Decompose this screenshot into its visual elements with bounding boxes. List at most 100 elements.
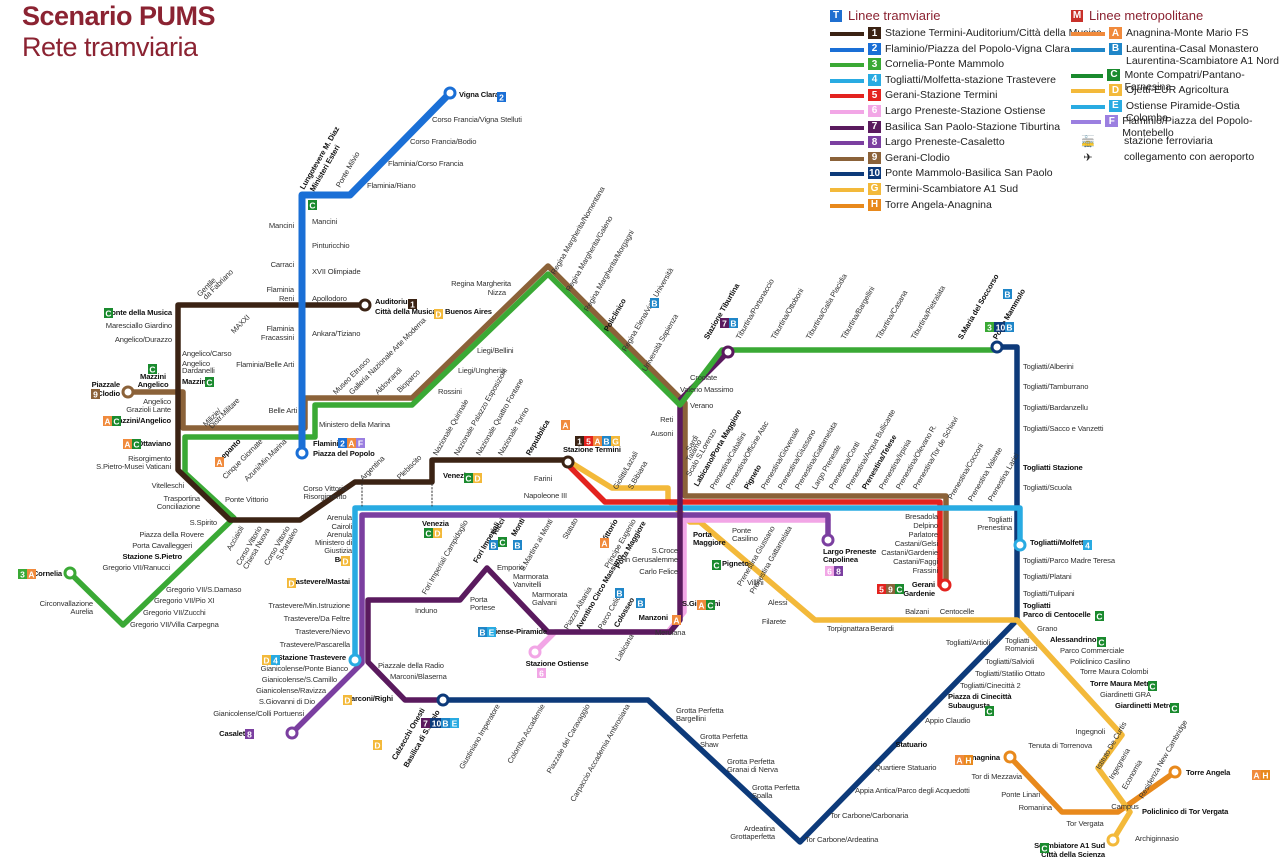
terminal-stop-marker[interactable] (821, 533, 835, 547)
tram-line-2[interactable] (298, 89, 454, 457)
tram-line-9[interactable] (125, 263, 949, 588)
terminal-stop-marker[interactable] (436, 693, 450, 707)
station-label[interactable]: Carlo Felice (639, 567, 678, 576)
station-label[interactable]: Togliatti/Cinecittà 2 (960, 681, 1021, 690)
station-label[interactable]: Togliatti/Tulipani (1023, 589, 1075, 598)
station-label[interactable]: Città della Musica (375, 307, 438, 316)
station-label[interactable]: Grazioli Lante (126, 405, 171, 414)
station-label[interactable]: Togliatti/Statilio Ottato (975, 669, 1045, 678)
station-label[interactable]: Casaletto (219, 729, 252, 738)
station-label[interactable]: Tiburtina/Casana (874, 288, 910, 341)
terminal-stop-marker[interactable] (1106, 833, 1120, 847)
station-label[interactable]: Frassini (913, 566, 939, 575)
station-label[interactable]: Giustizia (324, 546, 353, 555)
tram-line-5[interactable] (565, 462, 943, 588)
station-label[interactable]: Flaminia (267, 285, 296, 294)
station-label[interactable]: Flaminia (267, 324, 296, 333)
station-label[interactable]: S.Croce (652, 546, 679, 555)
station-label[interactable]: Policlinico di Tor Vergata (1142, 807, 1229, 816)
station-label[interactable]: Appio Claudio (925, 716, 970, 725)
station-label[interactable]: Tenuta di Torrenova (1028, 741, 1093, 750)
station-label[interactable]: Auditorium (375, 297, 415, 306)
station-label[interactable]: Induno (415, 606, 437, 615)
station-label[interactable]: Crociate (690, 373, 717, 382)
tram-line-1[interactable] (175, 302, 571, 523)
station-label[interactable]: Ponte (732, 526, 751, 535)
station-label[interactable]: Cornelia (33, 569, 63, 578)
station-label[interactable]: Gregorio VII/S.Damaso (166, 585, 242, 594)
tram-line-3[interactable] (67, 271, 1000, 628)
station-label[interactable]: Gerani (912, 580, 935, 589)
station-label[interactable]: Torre Maura Metro (1090, 679, 1154, 688)
station-label[interactable]: Flaminia/Riano (367, 181, 416, 190)
station-label[interactable]: Togliatti/Tamburrano (1023, 382, 1089, 391)
tram-line-h[interactable] (1007, 754, 1178, 815)
station-label[interactable]: Torre Angela (1186, 768, 1231, 777)
station-label[interactable]: Grotta Perfetta (752, 783, 801, 792)
station-label[interactable]: Archiginnasio (1135, 834, 1179, 843)
terminal-stop-marker[interactable] (63, 566, 77, 580)
station-label[interactable]: Bargellini (676, 714, 706, 723)
station-label[interactable]: Tiburtina/Ottoboni (769, 286, 806, 341)
station-label[interactable]: Galvani (532, 598, 557, 607)
station-label[interactable]: Torre Maura Colombi (1080, 667, 1149, 676)
terminal-stop-marker[interactable] (121, 385, 135, 399)
station-label[interactable]: Piazza del Popolo (313, 449, 375, 458)
station-label[interactable]: Trastevere/Min.Istruzione (268, 601, 350, 610)
station-label[interactable]: Corso Francia/Bodio (410, 137, 477, 146)
tram-line-8[interactable] (289, 512, 831, 736)
station-label[interactable]: Reni (279, 294, 295, 303)
station-label[interactable]: Verano (690, 401, 713, 410)
station-label[interactable]: Gregorio VII/Pio XI (154, 596, 215, 605)
station-label[interactable]: Togliatti/Bardanzellu (1023, 403, 1088, 412)
station-label[interactable]: Spalla (752, 791, 773, 800)
station-label[interactable]: Portese (470, 603, 495, 612)
station-label[interactable]: Ministero di (315, 538, 353, 547)
station-label[interactable]: Capolinea (823, 555, 859, 564)
station-label[interactable]: Marmorata (532, 590, 568, 599)
station-label[interactable]: Castani/Gelsi (895, 539, 939, 548)
station-label[interactable]: Piazzale del Caravaggio (545, 703, 592, 775)
station-label[interactable]: Trastevere/Pascarella (280, 640, 352, 649)
station-label[interactable]: XVII Olimpiade (312, 267, 361, 276)
station-label[interactable]: Regina Margherita (451, 279, 512, 288)
station-label[interactable]: Venezia (422, 519, 450, 528)
station-label[interactable]: Ponte Vittorio (225, 495, 269, 504)
station-label[interactable]: Angelico (143, 397, 171, 406)
station-label[interactable]: Arenula (327, 530, 353, 539)
station-label[interactable]: Ausoni (651, 429, 674, 438)
terminal-stop-marker[interactable] (1013, 538, 1027, 552)
station-label[interactable]: Grano (1037, 624, 1058, 633)
station-label[interactable]: Angelico (138, 380, 170, 389)
station-label[interactable]: Berardi (870, 624, 894, 633)
station-label[interactable]: Apollodoro (312, 294, 347, 303)
terminal-stop-marker[interactable] (358, 298, 372, 312)
station-label[interactable]: Rossini (438, 387, 462, 396)
station-label[interactable]: Liegi/Ungheria (458, 366, 506, 375)
station-label[interactable]: Parco di Centocelle (1023, 610, 1091, 619)
station-label[interactable]: Pinturicchio (312, 241, 350, 250)
station-label[interactable]: Togliatti/Platani (1023, 572, 1072, 581)
station-label[interactable]: Statuto (560, 517, 579, 541)
station-label[interactable]: Togliatti/Artioli (946, 638, 991, 647)
station-label[interactable]: Stazione S.Pietro (123, 552, 183, 561)
station-label[interactable]: Venezia (443, 471, 471, 480)
station-label[interactable]: Statuario (895, 740, 927, 749)
station-label[interactable]: Conciliazione (157, 502, 200, 511)
station-label[interactable]: Arenula (327, 513, 353, 522)
station-label[interactable]: Anagnina (967, 753, 1001, 762)
station-label[interactable]: Togliatti/Parco Madre Teresa (1023, 556, 1116, 565)
station-label[interactable]: Giardinetti GRA (1100, 690, 1152, 699)
station-label[interactable]: Quartiere Statuario (875, 763, 936, 772)
station-label[interactable]: Marconi/Blaserna (390, 672, 448, 681)
